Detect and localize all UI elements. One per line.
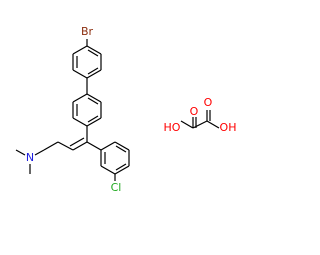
carbonyl-right-label: O [204, 96, 213, 109]
middle-phenyl-ring [72, 93, 102, 127]
chemical-structure-svg: Br Cl N HO OH O O [15, 25, 237, 194]
bond-vinyl-ch2 [57, 141, 74, 151]
chlorine-label: Cl [111, 181, 122, 194]
oxalic-acid [180, 110, 220, 129]
bond-n-methyl-left [15, 149, 26, 156]
hydroxyl-right-label: OH [220, 121, 237, 134]
nitrogen-label: N [26, 151, 34, 164]
bond-ch2-ch2 [43, 141, 59, 151]
vinyl-double-bond [69, 137, 88, 151]
chemical-structure-canvas: Br Cl N HO OH O O [15, 25, 237, 194]
bond-vinyl-chlorophenyl [86, 141, 102, 151]
hydroxyl-left-label: HO [164, 121, 181, 134]
carbonyl-left-label: O [190, 105, 199, 118]
bromine-label: Br [81, 25, 94, 38]
bromophenyl-ring [72, 45, 102, 79]
bond-ch2-nitrogen [34, 149, 45, 156]
chlorophenyl-ring [100, 141, 130, 175]
